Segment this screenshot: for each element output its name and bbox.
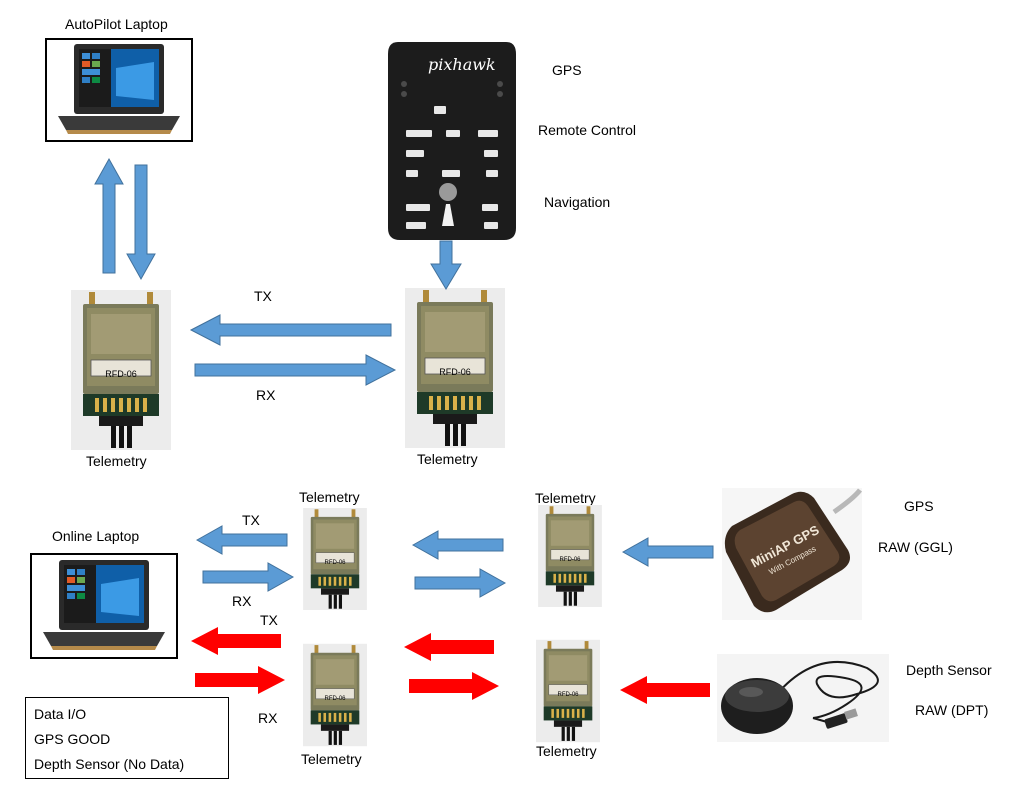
status-legend: Data I/O GPS GOOD Depth Sensor (No Data) (25, 697, 229, 779)
rfd-label: RFD-06 (439, 367, 471, 377)
raw-dpt-label: RAW (DPT) (915, 702, 989, 718)
gps-tx-left-arrow (195, 525, 288, 555)
gps-sensor-left-arrow (621, 537, 714, 567)
pixhawk-controller-image: pixhawk (388, 42, 516, 240)
depth-link-right-arrow (409, 672, 499, 700)
depth-rx-right-arrow (195, 666, 285, 694)
gps-right-label: GPS (904, 498, 934, 514)
pixhawk-down-arrow (430, 240, 462, 290)
telemetry-top-left-label: Telemetry (86, 453, 147, 469)
tx-depth-label: TX (260, 612, 278, 628)
depth-sensor-label: Depth Sensor (906, 662, 992, 678)
rfd-label: RFD-06 (324, 560, 346, 566)
telemetry-mid-right-label: Telemetry (535, 490, 596, 506)
autopilot-laptop-image (45, 38, 193, 142)
online-laptop-label: Online Laptop (52, 528, 140, 544)
depth-sensor-left-arrow (620, 676, 710, 704)
telemetry-module-top-right: RFD-06 (404, 288, 506, 448)
legend-data-io: Data I/O (34, 706, 87, 722)
telemetry-bottom-right-label: Telemetry (536, 743, 597, 759)
telemetry-module-mid-right: RFD-06 (538, 505, 602, 607)
telemetry-module-mid-left: RFD-06 (303, 508, 367, 610)
rx-right-arrow (194, 354, 397, 386)
depth-tx-left-arrow (191, 627, 281, 655)
autopilot-laptop-label: AutoPilot Laptop (65, 16, 168, 32)
remote-control-label: Remote Control (538, 122, 637, 138)
rfd-label: RFD-06 (324, 696, 346, 702)
rx-top-label: RX (256, 387, 276, 403)
legend-gps-good: GPS GOOD (34, 731, 111, 747)
tx-left-arrow (189, 314, 392, 346)
telemetry-module-bottom-left: RFD-06 (303, 643, 367, 747)
telemetry-module-top-left: RFD-06 (70, 290, 172, 450)
pixhawk-brand-text: pixhawk (428, 55, 496, 74)
gps-rx-right-arrow (202, 562, 295, 592)
depth-link-left-arrow (404, 633, 494, 661)
tx-top-label: TX (254, 288, 272, 304)
down-arrow (126, 164, 156, 281)
tx-gps-label: TX (242, 512, 260, 528)
gps-top-label: GPS (552, 62, 582, 78)
rx-gps-label: RX (232, 593, 252, 609)
gps-link-left-arrow (411, 530, 504, 560)
telemetry-top-right-label: Telemetry (417, 451, 478, 467)
telemetry-mid-left-label: Telemetry (299, 489, 360, 505)
legend-depth-no-data: Depth Sensor (No Data) (34, 756, 185, 772)
up-arrow (94, 157, 124, 274)
online-laptop-image (30, 553, 178, 659)
navigation-label: Navigation (544, 194, 611, 210)
telemetry-module-bottom-right: RFD-06 (536, 639, 600, 743)
gps-link-right-arrow (414, 568, 507, 598)
rx-depth-label: RX (258, 710, 278, 726)
rfd-label: RFD-06 (105, 369, 137, 379)
telemetry-bottom-left-label: Telemetry (301, 751, 362, 767)
depth-sensor-image (717, 654, 889, 742)
rfd-label: RFD-06 (557, 692, 579, 698)
raw-ggl-label: RAW (GGL) (878, 539, 953, 555)
rfd-label: RFD-06 (559, 557, 581, 563)
gps-module-image: MiniAP GPS With Compass (722, 488, 862, 620)
